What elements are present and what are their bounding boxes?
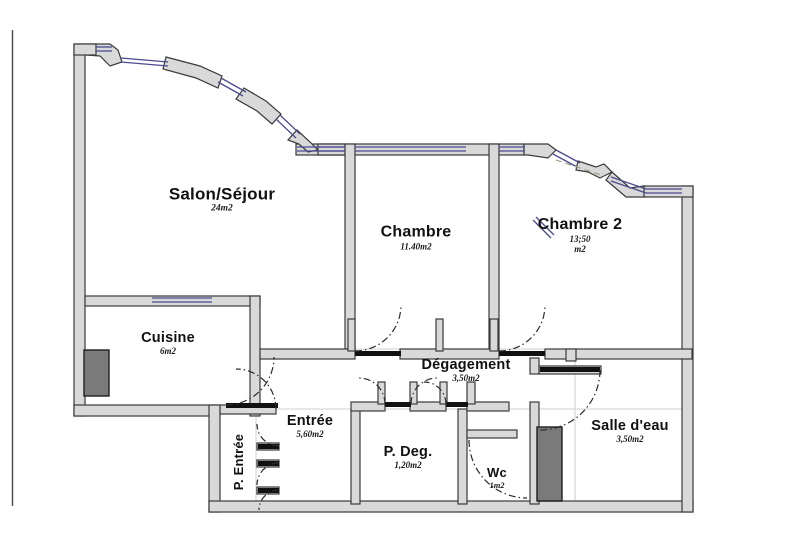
wall-pentree-west	[208, 404, 221, 513]
wall-salleeau-jamb	[529, 357, 540, 375]
wall-chambre-chambre2	[488, 143, 500, 350]
wall-bay-salon-seg5	[317, 143, 346, 156]
window-ch2-2	[610, 176, 647, 190]
window-salon-3	[220, 77, 247, 93]
door-leaf-degagement	[540, 367, 600, 372]
window-salon-2b	[120, 61, 169, 67]
swing-chambre	[354, 304, 402, 352]
swing-wc	[423, 381, 447, 405]
wall-outer-nw-cap	[73, 43, 97, 56]
wall-bay-ch2-seg3	[605, 171, 645, 198]
door-leaf-chambre2	[499, 351, 545, 356]
window-salon-4b	[275, 118, 297, 139]
swing-entree-north	[235, 368, 277, 410]
door-leaf-cuisine	[226, 403, 278, 408]
wall-salon-chambre	[344, 143, 356, 350]
door-leaf-chambre	[355, 351, 401, 356]
door-leaf-pentree-1	[258, 444, 279, 449]
wall-jamb-wc-b	[466, 381, 476, 405]
walls-group	[73, 43, 694, 513]
wall-bay-salon-seg2	[162, 56, 223, 89]
wall-jamb-pdeg-a	[377, 381, 386, 405]
door-leaf-pentree-2	[258, 461, 279, 466]
bay-dashed-line	[555, 159, 605, 177]
swing-pentree-2	[256, 462, 280, 486]
radiators-group	[83, 349, 563, 502]
door-leaf-wc-left	[446, 402, 468, 407]
swing-salleeau	[539, 369, 601, 431]
door-swings-group	[225, 304, 601, 511]
wall-degagement-north-b	[399, 348, 500, 360]
swing-chambre2	[498, 304, 546, 352]
wall-jamb-chambre-west	[347, 318, 356, 352]
wall-stub-salleeau-north	[565, 348, 577, 362]
wall-wc-north	[466, 429, 518, 439]
wall-entree-east	[350, 408, 361, 505]
swing-wc-lower	[468, 439, 528, 499]
wall-bay-east-return	[643, 185, 694, 198]
wall-bay-ch2-seg2	[575, 160, 614, 179]
windows-group	[96, 46, 682, 303]
window-ch2-2b	[610, 180, 647, 194]
swing-pdeg-left	[358, 377, 386, 405]
interior-guide-lines	[255, 150, 690, 512]
wall-cuisine-east	[249, 295, 261, 417]
swing-pdeg-right	[410, 377, 438, 405]
wall-bay-salon-seg3	[235, 87, 282, 125]
wall-jamb-chambre-door	[435, 318, 444, 352]
swing-pentree-1	[256, 423, 280, 447]
window-salon-4	[279, 114, 301, 135]
door-leaf-pdeg-left	[385, 402, 411, 407]
window-ch2-1	[555, 149, 581, 164]
window-ch2-mark-b	[535, 216, 555, 236]
door-leaf-pentree-3	[258, 488, 279, 493]
window-ch2-1b	[552, 153, 578, 168]
wall-outer-south	[208, 500, 694, 513]
window-salon-3b	[217, 81, 244, 97]
wall-pdeg-east	[457, 408, 468, 505]
door-leaves-group	[226, 351, 600, 493]
wall-bay-ch2-seg1	[523, 143, 557, 159]
swing-pentree-3	[258, 489, 280, 511]
wall-cuisine-south	[73, 404, 221, 417]
radiator-salleeau	[536, 426, 563, 502]
radiator-cuisine	[83, 349, 110, 397]
wall-jamb-chambre2-door	[489, 318, 499, 352]
window-ch2-mark	[532, 219, 552, 239]
window-salon-2	[120, 57, 169, 63]
